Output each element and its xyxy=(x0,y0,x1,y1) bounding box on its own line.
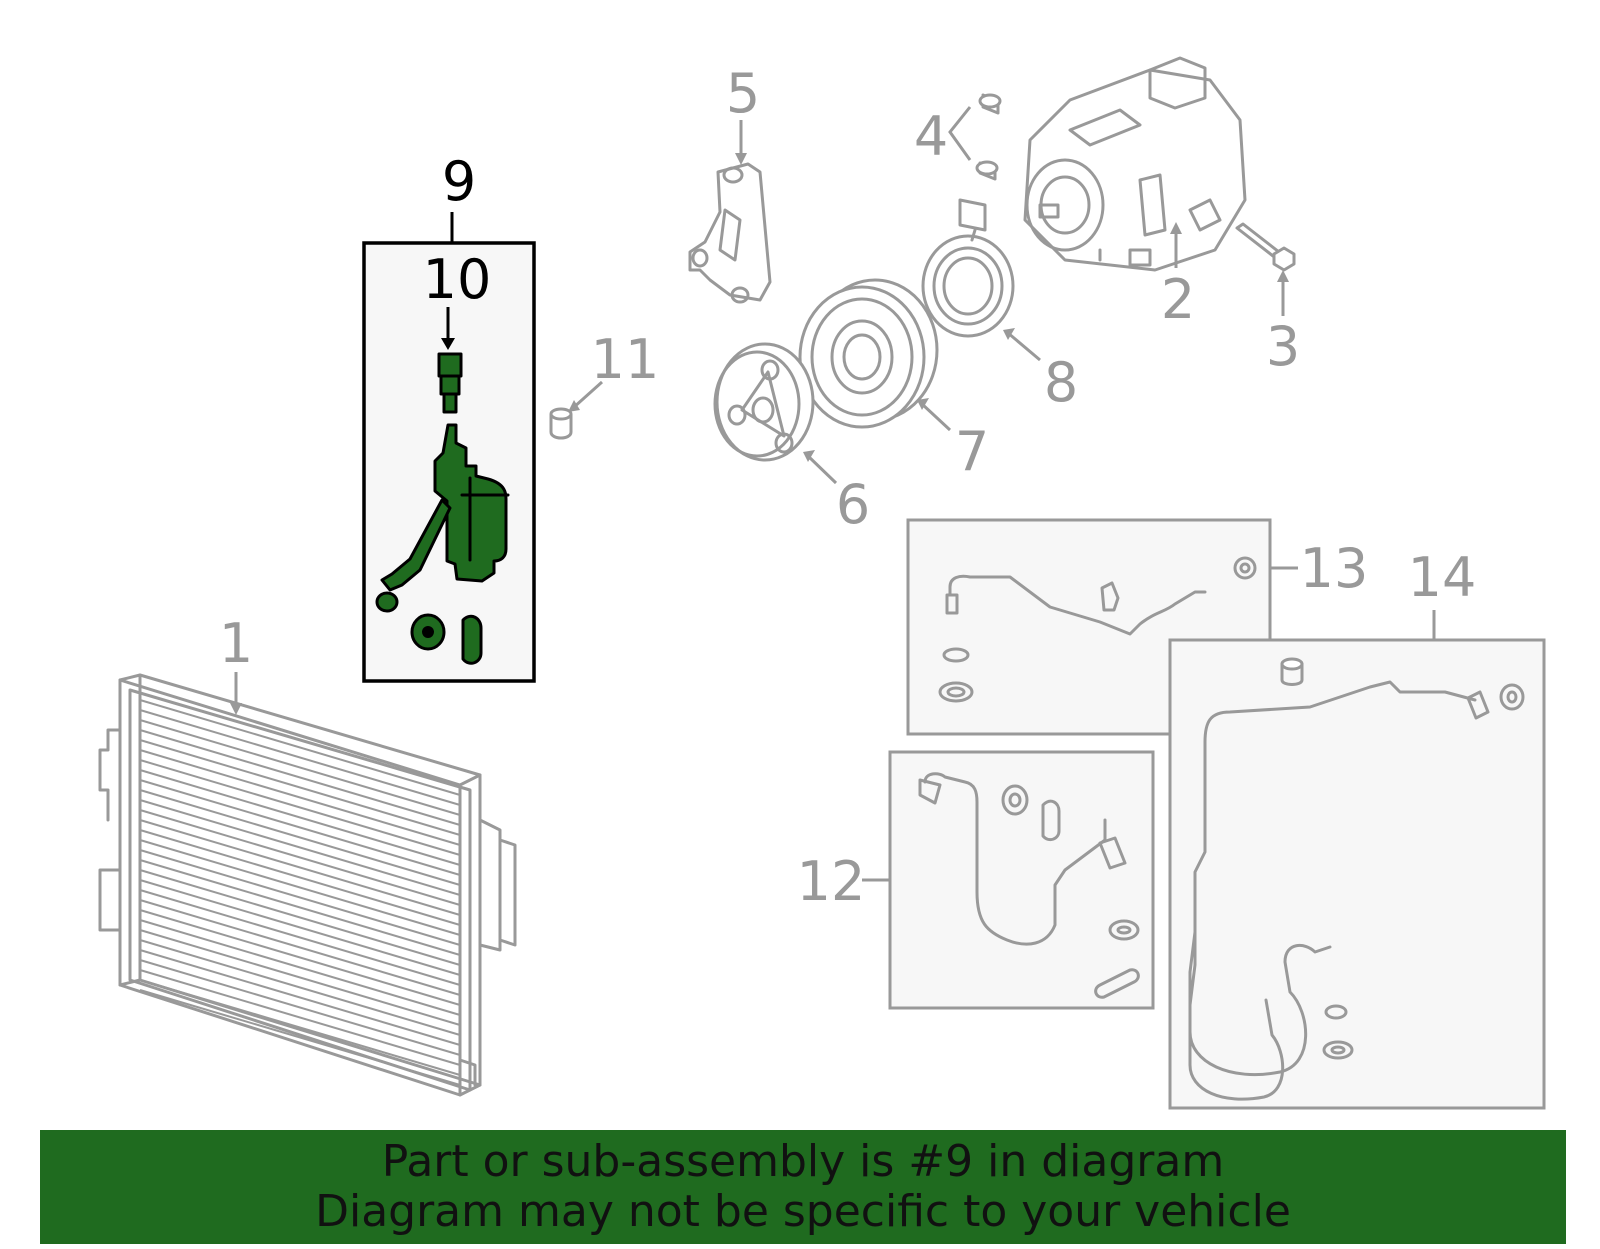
condenser-fin xyxy=(139,909,461,1006)
part-12-box[interactable] xyxy=(888,750,1155,1010)
condenser-fin xyxy=(139,789,461,886)
condenser-fin xyxy=(139,799,461,896)
leader-4 xyxy=(948,106,972,161)
condenser-fin xyxy=(139,829,461,926)
condenser-fin xyxy=(139,969,461,1066)
banner-line-2: Diagram may not be specific to your vehi… xyxy=(315,1186,1291,1237)
callout-14[interactable]: 14 xyxy=(1408,546,1477,609)
condenser-fin xyxy=(139,949,461,1046)
condenser-fin xyxy=(139,869,461,966)
condenser-fin xyxy=(139,759,461,856)
condenser-fin xyxy=(139,939,461,1036)
bolt-part[interactable] xyxy=(1235,222,1296,272)
callout-5[interactable]: 5 xyxy=(726,62,760,125)
leader-6 xyxy=(806,454,838,485)
callout-8[interactable]: 8 xyxy=(1044,351,1078,414)
callout-13[interactable]: 13 xyxy=(1300,537,1369,600)
condenser-fin xyxy=(139,779,461,876)
ac-hose-12-part[interactable] xyxy=(918,772,1140,999)
condenser-fin xyxy=(139,919,461,1016)
pressure-switch-part[interactable] xyxy=(437,352,463,414)
condenser-fin xyxy=(139,739,461,836)
condenser-fin xyxy=(139,979,461,1076)
info-banner: Part or sub-assembly is #9 in diagram Di… xyxy=(40,1130,1566,1244)
callout-6[interactable]: 6 xyxy=(836,473,870,536)
clutch-coil-part[interactable] xyxy=(921,198,1015,338)
condenser-fin xyxy=(139,709,461,806)
callout-9[interactable]: 9 xyxy=(442,150,476,213)
bushing-part[interactable] xyxy=(975,93,1002,181)
clutch-plate-part[interactable] xyxy=(713,342,815,462)
callout-1[interactable]: 1 xyxy=(219,612,253,675)
ac-hose-13-part[interactable] xyxy=(938,556,1257,703)
condenser-fin xyxy=(139,879,461,976)
callout-10[interactable]: 10 xyxy=(423,248,492,311)
accumulator-assembly-part[interactable] xyxy=(375,423,510,665)
condenser-fin xyxy=(139,719,461,816)
leader-11 xyxy=(571,380,604,410)
condenser-fin xyxy=(139,929,461,1026)
banner-line-1: Part or sub-assembly is #9 in diagram xyxy=(381,1136,1225,1187)
condenser-fin xyxy=(139,809,461,906)
mounting-bracket-part[interactable] xyxy=(688,162,772,304)
condenser-fin xyxy=(139,839,461,936)
pulley-part[interactable] xyxy=(798,278,939,429)
leader-7 xyxy=(920,402,952,432)
condenser-fin xyxy=(139,889,461,986)
condenser-fin xyxy=(139,769,461,866)
callout-3[interactable]: 3 xyxy=(1266,315,1300,378)
condenser-fin xyxy=(139,849,461,946)
condenser-part[interactable] xyxy=(98,673,517,1097)
ac-hose-14-part[interactable] xyxy=(1188,657,1525,1101)
ac-compressor-part[interactable] xyxy=(1023,56,1247,272)
condenser-fin xyxy=(139,749,461,846)
condenser-fin xyxy=(139,959,461,1056)
condenser-fin xyxy=(139,859,461,956)
condenser-fin xyxy=(139,699,461,796)
cap-part[interactable] xyxy=(549,407,573,440)
condenser-fin xyxy=(139,729,461,826)
callout-11[interactable]: 11 xyxy=(591,328,660,391)
leader-8 xyxy=(1007,331,1041,362)
condenser-fin xyxy=(139,819,461,916)
callout-7[interactable]: 7 xyxy=(955,420,989,483)
callout-4[interactable]: 4 xyxy=(914,105,948,168)
part-14-box[interactable] xyxy=(1168,638,1546,1110)
callout-2[interactable]: 2 xyxy=(1161,268,1195,331)
condenser-fin xyxy=(139,899,461,996)
condenser-fin xyxy=(139,989,461,1086)
callout-12[interactable]: 12 xyxy=(797,850,866,913)
